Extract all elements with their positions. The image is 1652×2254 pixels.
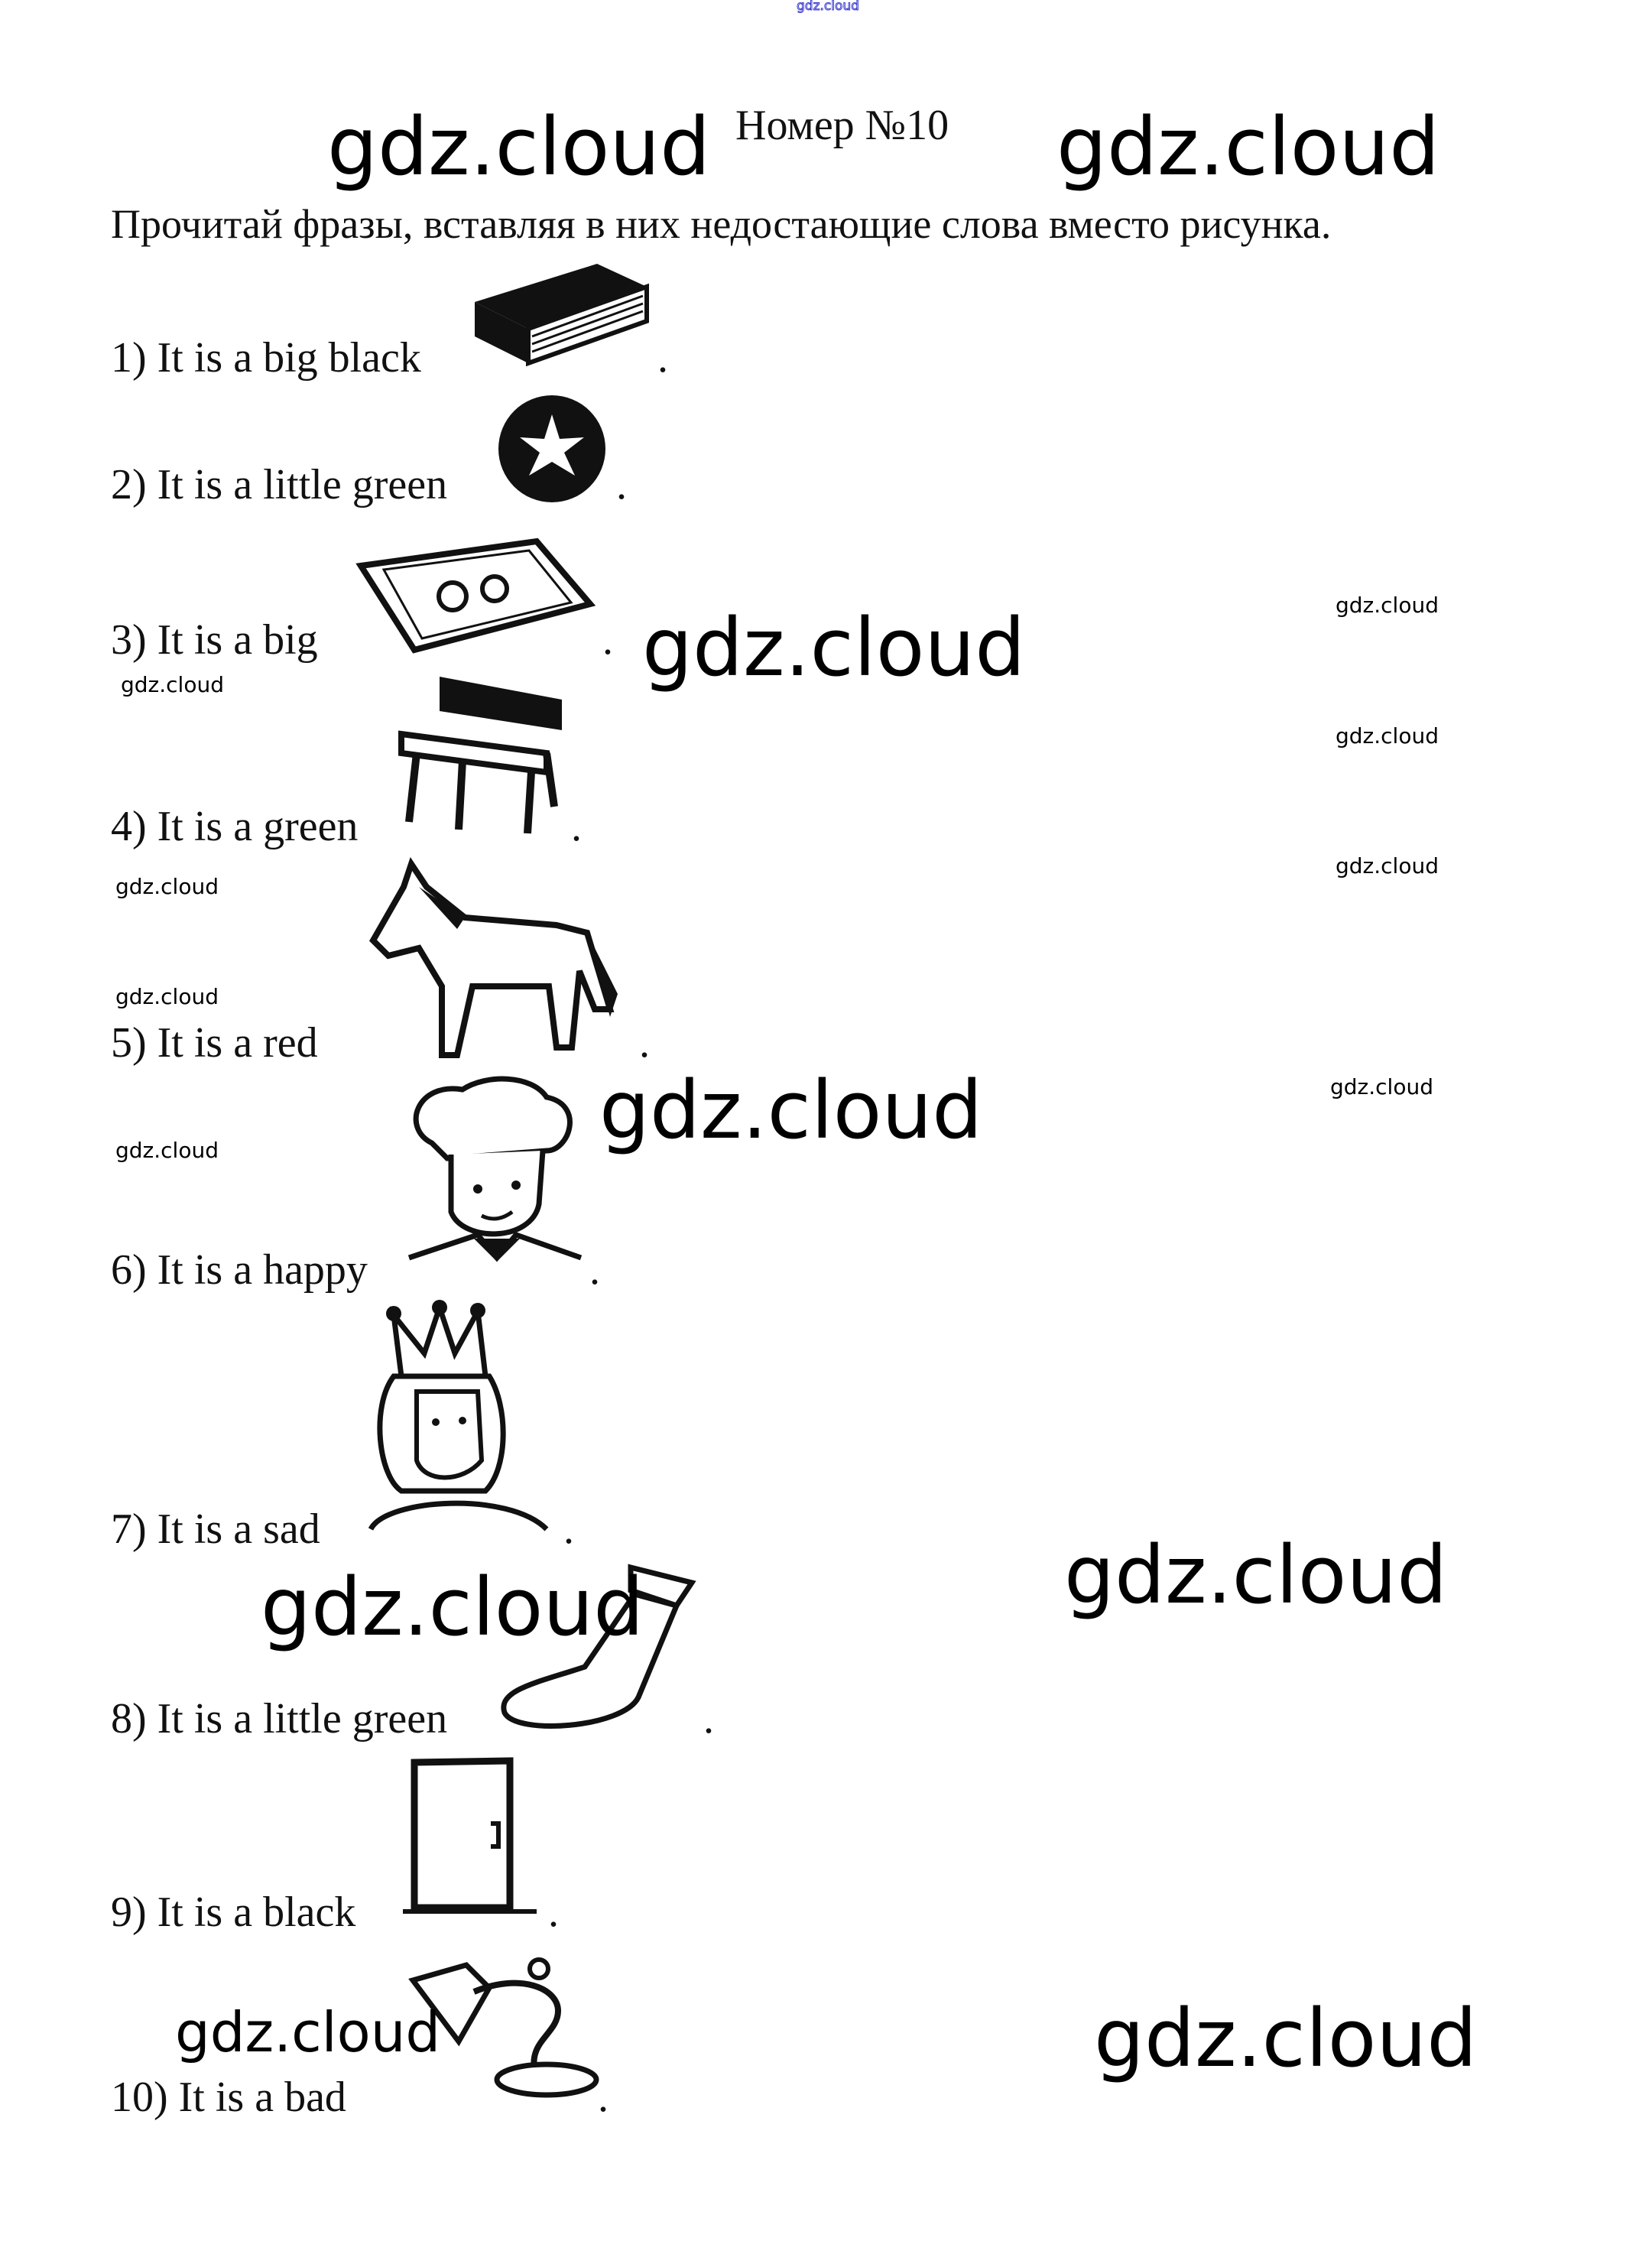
horse-icon (369, 856, 618, 1058)
watermark: gdz.cloud (121, 672, 224, 697)
watermark: gdz.cloud (1064, 1528, 1448, 1622)
sentence-9: 9) It is a black (111, 1889, 356, 1936)
cook-icon (407, 1076, 583, 1262)
period-6: . (589, 1246, 600, 1294)
sock-icon (501, 1564, 696, 1729)
lamp-icon (408, 1957, 599, 2098)
period-3: . (602, 616, 613, 664)
period-5: . (639, 1019, 650, 1067)
period-8: . (703, 1695, 714, 1742)
period-10: . (598, 2074, 609, 2121)
bench-icon (398, 677, 562, 834)
watermark: gdz.cloud (115, 1138, 219, 1163)
watermark: gdz.cloud (642, 601, 1026, 694)
instruction: Прочитай фразы, вставляя в них недостающ… (111, 201, 1332, 247)
sentence-4: 4) It is a green (111, 803, 359, 850)
sentence-7: 7) It is a sad (111, 1505, 320, 1553)
ball-icon (498, 395, 605, 502)
watermark: gdz.cloud (1336, 593, 1439, 618)
sentence-3: 3) It is a big (111, 616, 318, 664)
sentence-10: 10) It is a bad (111, 2074, 346, 2121)
book-icon (475, 264, 649, 367)
carpet-icon (355, 538, 596, 654)
watermark-top: gdz.cloud (797, 0, 860, 14)
sentence-5: 5) It is a red (111, 1019, 318, 1067)
watermark: gdz.cloud (175, 2000, 441, 2064)
period-7: . (563, 1505, 574, 1553)
sentence-1: 1) It is a big black (111, 334, 421, 382)
page-title: Номер №10 (735, 102, 949, 149)
watermark: gdz.cloud (327, 100, 711, 193)
sentence-2: 2) It is a little green (111, 461, 448, 508)
period-4: . (571, 803, 582, 850)
watermark: gdz.cloud (115, 984, 219, 1009)
watermark: gdz.cloud (599, 1064, 983, 1157)
period-2: . (616, 461, 627, 508)
door-icon (403, 1757, 537, 1914)
watermark: gdz.cloud (261, 1561, 644, 1654)
watermark: gdz.cloud (1330, 1074, 1433, 1099)
period-9: . (548, 1889, 559, 1936)
period-1: . (657, 334, 668, 382)
sentence-8: 8) It is a little green (111, 1695, 448, 1742)
sentence-6: 6) It is a happy (111, 1246, 368, 1294)
watermark: gdz.cloud (1094, 1992, 1478, 2085)
watermark: gdz.cloud (1336, 723, 1439, 749)
watermark: gdz.cloud (1056, 100, 1440, 193)
watermark: gdz.cloud (1336, 853, 1439, 879)
watermark: gdz.cloud (115, 874, 219, 899)
queen-icon (368, 1300, 549, 1531)
